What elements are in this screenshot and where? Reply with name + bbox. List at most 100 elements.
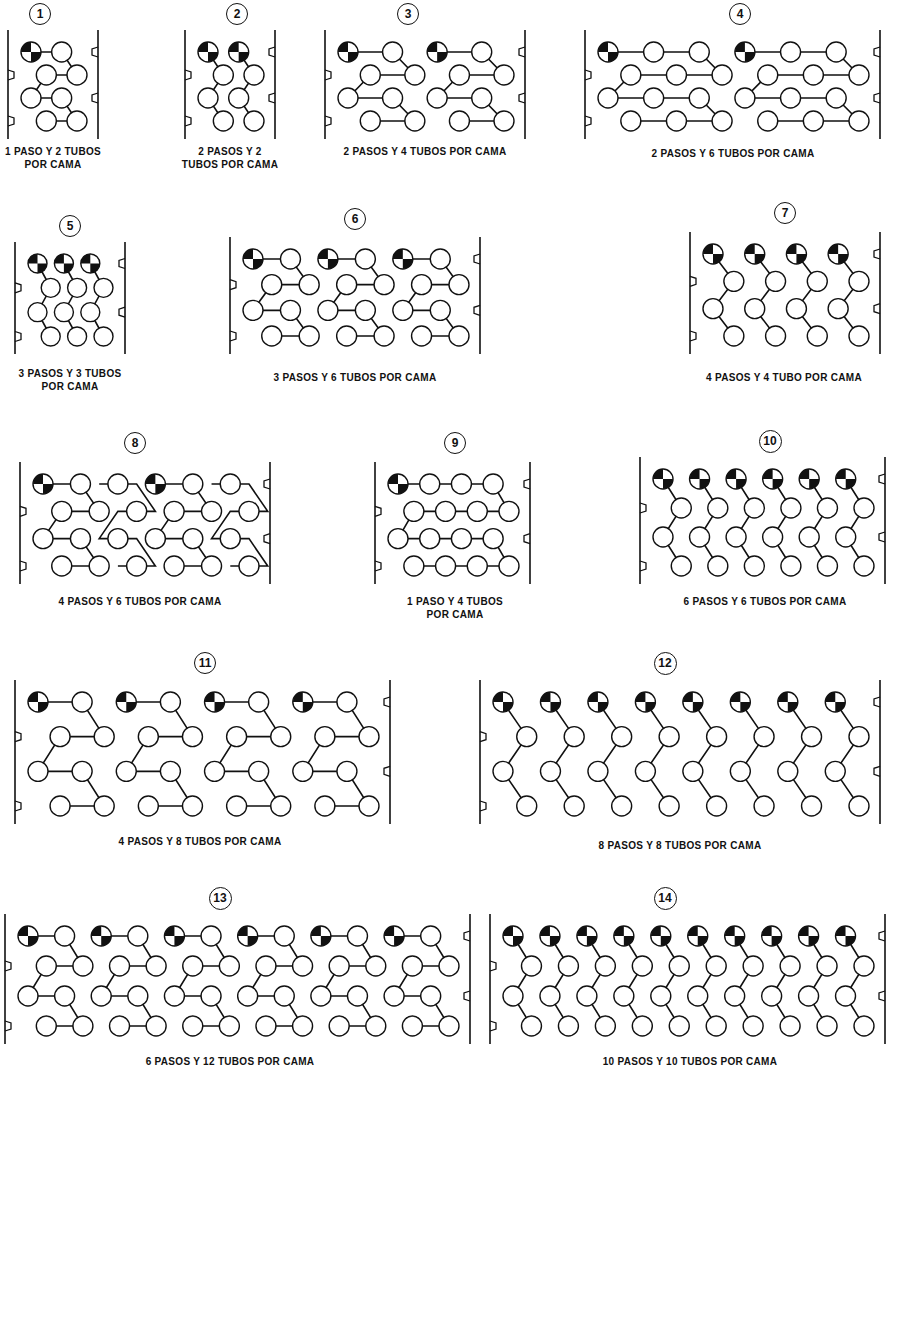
pass-connection	[303, 702, 369, 806]
tube	[146, 1016, 166, 1036]
tube	[238, 986, 258, 1006]
tube	[249, 692, 269, 712]
tube	[366, 1016, 386, 1036]
tube	[52, 556, 72, 576]
panel-number: 4	[729, 3, 751, 25]
inlet-tube-mark	[205, 692, 225, 712]
pass-connection	[663, 479, 681, 566]
tube	[689, 88, 709, 108]
tube	[67, 111, 87, 131]
tube	[651, 986, 671, 1006]
inlet-tube-mark	[651, 926, 671, 946]
inlet-tube-mark	[778, 692, 798, 712]
tube	[439, 1016, 459, 1036]
panel-number: 8	[124, 432, 146, 454]
furnace-wall	[489, 914, 491, 1044]
tube	[766, 271, 786, 291]
tube	[690, 527, 710, 547]
tube	[577, 926, 597, 946]
tube	[311, 926, 331, 946]
panel-number-text: 5	[67, 220, 74, 232]
inlet-tube-mark	[293, 692, 313, 712]
pass-connection	[796, 254, 817, 336]
tube-support	[264, 479, 270, 489]
tube	[817, 1016, 837, 1036]
pass-connection	[155, 484, 211, 566]
tube	[799, 469, 819, 489]
tube	[28, 303, 47, 322]
tube	[138, 796, 158, 816]
tube	[238, 926, 258, 946]
tube	[825, 761, 845, 781]
tube	[564, 727, 584, 747]
tube	[799, 926, 819, 946]
tube	[706, 1016, 726, 1036]
tube	[614, 986, 634, 1006]
tube	[41, 278, 60, 297]
pass-connection	[248, 936, 303, 1026]
tube-support	[15, 283, 21, 293]
inlet-tube-mark	[388, 474, 408, 494]
tube	[299, 275, 319, 295]
tube	[36, 111, 56, 131]
tube	[683, 692, 703, 712]
tube	[689, 42, 709, 62]
panel-number: 11	[194, 652, 216, 674]
tube	[54, 254, 73, 273]
panel-caption: 4 PASOS Y 4 TUBO POR CAMA	[674, 372, 894, 385]
tube-support	[325, 70, 331, 80]
tube	[730, 692, 750, 712]
tube	[243, 300, 263, 320]
tube-panel	[640, 457, 885, 584]
tube	[849, 727, 869, 747]
furnace-wall	[14, 242, 16, 354]
tube	[828, 244, 848, 264]
inlet-tube-mark	[540, 926, 560, 946]
furnace-wall	[324, 30, 326, 139]
pass-connection	[403, 259, 459, 336]
tube	[91, 926, 111, 946]
tube-support	[185, 116, 191, 126]
pass-connection	[215, 702, 281, 806]
panel-number: 3	[397, 3, 419, 25]
tube	[503, 926, 523, 946]
panel-number: 7	[774, 202, 796, 224]
tube-panel	[490, 914, 885, 1044]
tube	[243, 249, 263, 269]
tube	[70, 474, 90, 494]
tube	[52, 88, 72, 108]
tube-support	[690, 331, 696, 341]
tube	[347, 986, 367, 1006]
tube-support	[230, 280, 236, 290]
tube	[703, 299, 723, 319]
tube	[724, 326, 744, 346]
tube	[828, 299, 848, 319]
inlet-tube-mark	[54, 254, 73, 273]
tube	[706, 956, 726, 976]
tube	[671, 498, 691, 518]
tube-support	[230, 331, 236, 341]
tube	[33, 529, 53, 549]
tube	[244, 65, 264, 85]
pass-connection	[736, 479, 754, 566]
tube	[521, 1016, 541, 1036]
tube	[754, 727, 774, 747]
tube-panel	[15, 242, 125, 354]
pass-connection	[755, 254, 776, 336]
panel-caption: 1 PASO Y 4 TUBOS POR CAMA	[398, 596, 513, 621]
tube	[621, 65, 641, 85]
tube-support	[524, 479, 530, 489]
tube	[707, 727, 727, 747]
tube	[598, 42, 618, 62]
pass-connection	[437, 52, 504, 121]
tube	[293, 956, 313, 976]
tube	[836, 926, 856, 946]
tube	[754, 796, 774, 816]
tube-support	[585, 70, 591, 80]
tube	[229, 88, 249, 108]
pass-connection	[394, 936, 449, 1026]
tube	[393, 300, 413, 320]
tube	[72, 761, 92, 781]
furnace-wall	[19, 462, 21, 584]
tube	[183, 1016, 203, 1036]
